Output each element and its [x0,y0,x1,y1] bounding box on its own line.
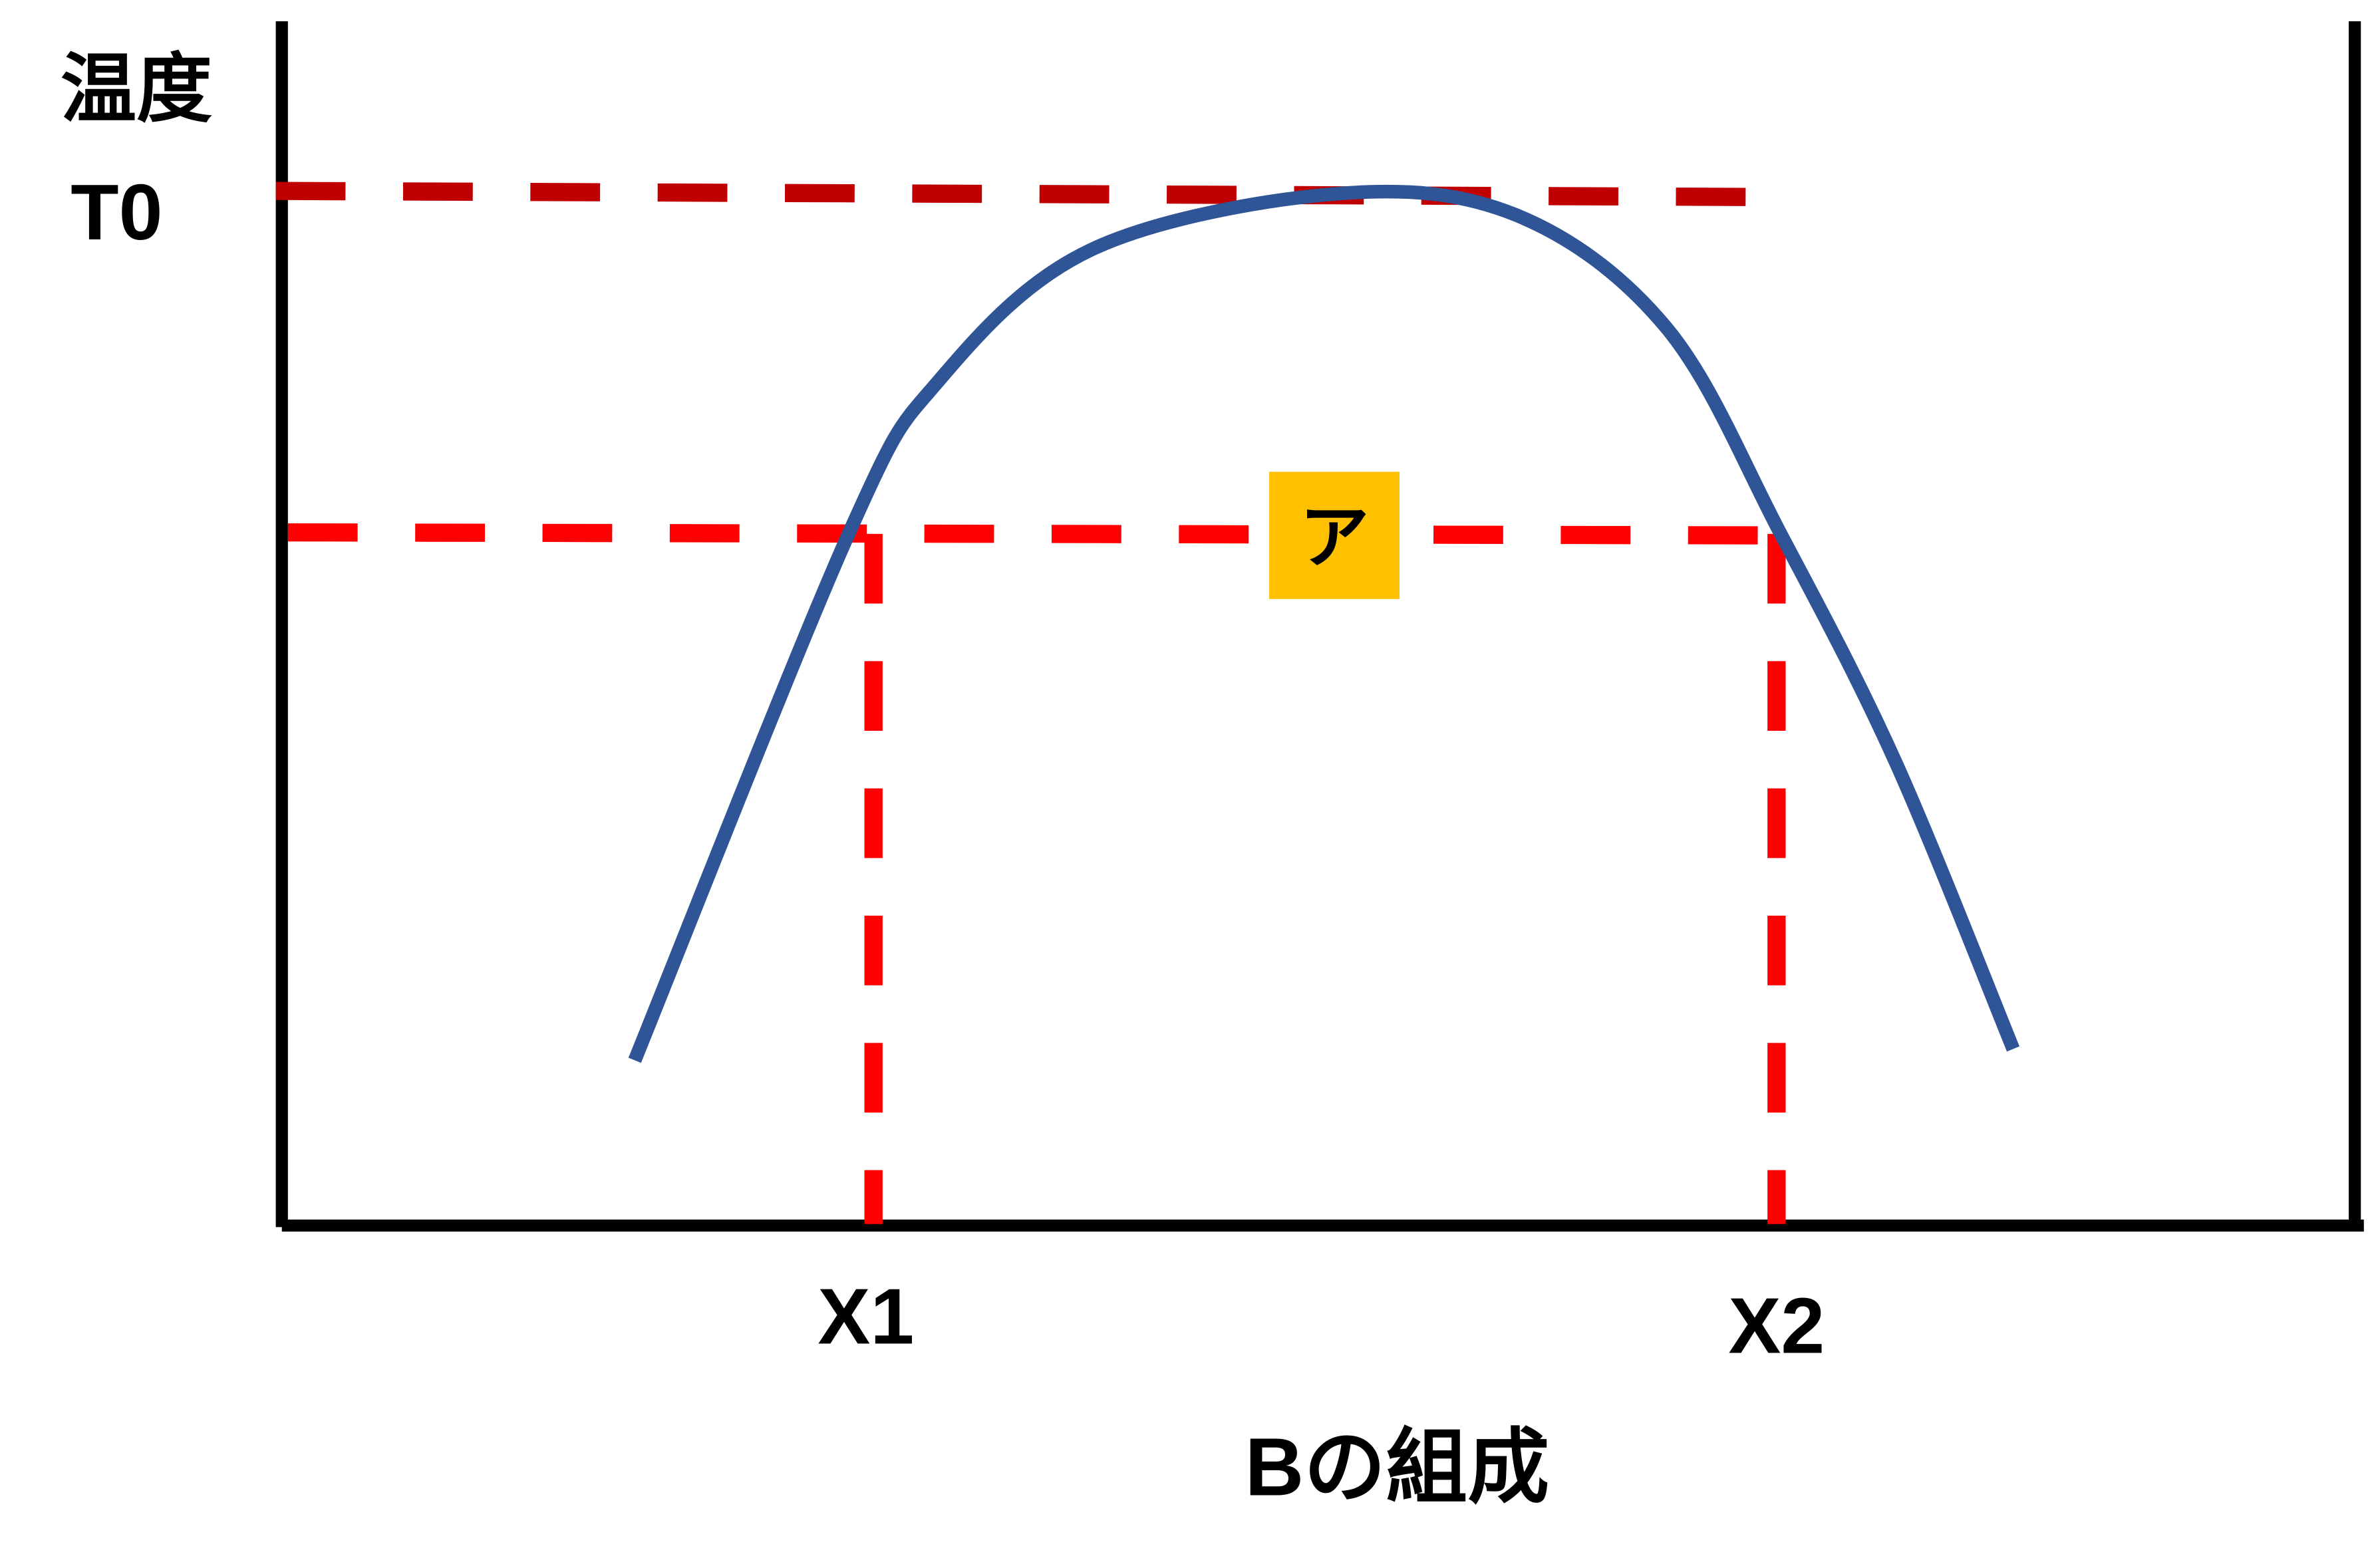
annotation-box [1269,471,1400,599]
y-axis-label: 温度 [61,47,212,132]
x-axis-label: Bの組成 [1245,1422,1549,1513]
level-dashed-line [287,523,1785,545]
x1-tick-label: X1 [817,1273,914,1361]
annotation-label: ア [1300,499,1370,577]
t0-dashed-line [275,182,1758,206]
x2-tick-label: X2 [1728,1282,1825,1370]
t0-label: T0 [71,169,162,257]
series-curve [628,184,2020,1063]
